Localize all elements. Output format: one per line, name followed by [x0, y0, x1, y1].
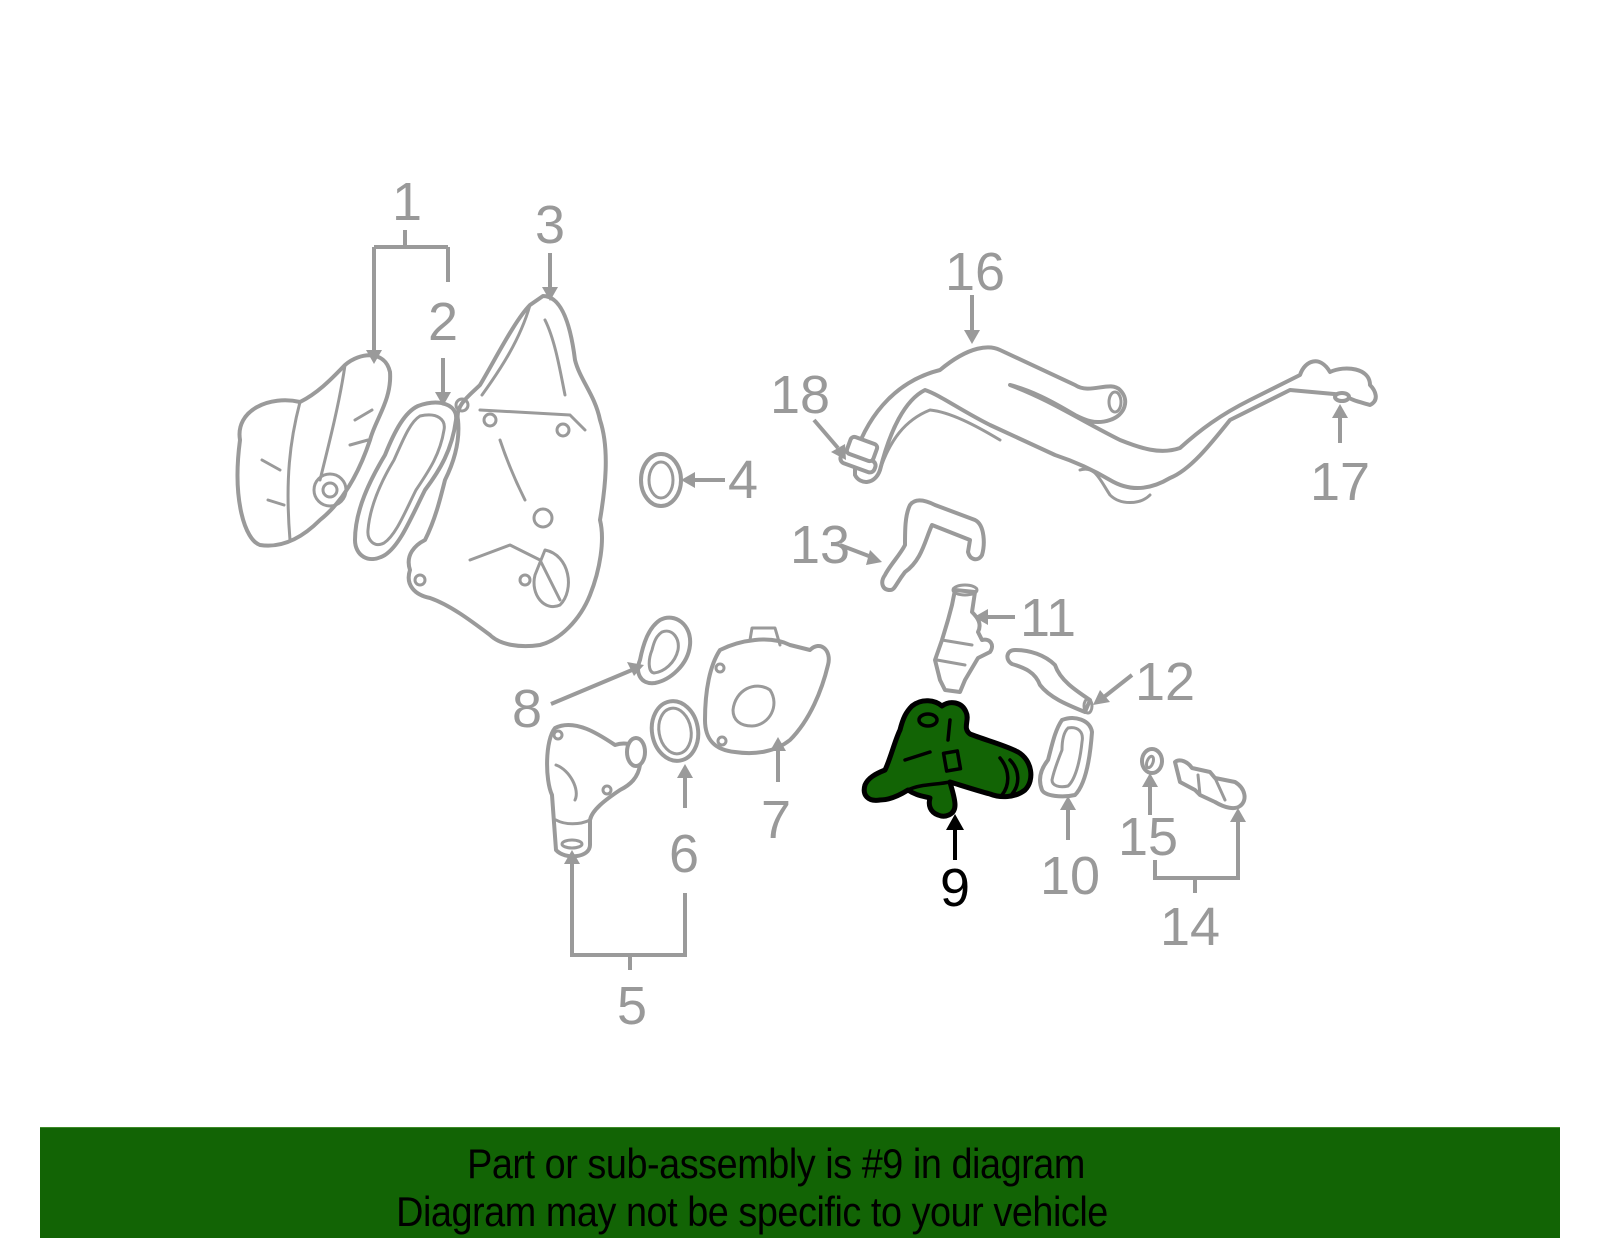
part-9-water-outlet-highlighted[interactable] [861, 698, 1034, 819]
callout-labels: 1 2 3 4 5 6 7 8 9 10 11 12 13 14 15 16 1… [392, 172, 1370, 1036]
part-11-sensor[interactable] [933, 583, 994, 694]
callout-6[interactable]: 6 [669, 824, 699, 884]
part-4-o-ring[interactable] [639, 452, 683, 508]
callout-18[interactable]: 18 [770, 365, 830, 425]
callout-1[interactable]: 1 [392, 172, 422, 232]
callout-13[interactable]: 13 [790, 515, 850, 575]
callout-10[interactable]: 10 [1040, 846, 1100, 906]
callout-17[interactable]: 17 [1310, 452, 1370, 512]
part-17-fitting[interactable] [1333, 391, 1351, 403]
callout-16[interactable]: 16 [945, 242, 1005, 302]
callout-4[interactable]: 4 [728, 450, 758, 510]
part-8-gasket[interactable] [636, 615, 693, 686]
banner-part-message: Part or sub-assembly is #9 in diagram [467, 1140, 1085, 1187]
banner-disclaimer: Diagram may not be specific to your vehi… [396, 1188, 1108, 1235]
callout-15[interactable]: 15 [1118, 807, 1178, 867]
part-1-water-pump[interactable] [235, 353, 393, 548]
parts-diagram: 1 2 3 4 5 6 7 8 9 10 11 12 13 14 15 16 1… [235, 172, 1378, 1036]
callout-8[interactable]: 8 [512, 679, 542, 739]
part-info-banner: Part or sub-assembly is #9 in diagram Di… [40, 1127, 1560, 1238]
leader-lines [366, 230, 1348, 970]
part-16-coolant-pipe[interactable] [853, 345, 1378, 504]
part-3-housing[interactable] [406, 294, 608, 649]
part-15-washer[interactable] [1140, 747, 1164, 775]
callout-2[interactable]: 2 [428, 292, 458, 352]
callout-12[interactable]: 12 [1135, 652, 1195, 712]
callout-7[interactable]: 7 [761, 790, 791, 850]
callout-5[interactable]: 5 [617, 976, 647, 1036]
part-6-gasket-ring[interactable] [647, 697, 703, 764]
part-18-o-ring[interactable] [838, 434, 880, 475]
part-12-hose[interactable] [1005, 648, 1094, 715]
part-10-gasket[interactable] [1038, 716, 1094, 799]
callout-3[interactable]: 3 [535, 195, 565, 255]
callout-9-active[interactable]: 9 [940, 858, 970, 918]
part-14-temp-sensor[interactable] [1173, 758, 1247, 811]
callout-14[interactable]: 14 [1160, 897, 1220, 957]
part-7-thermostat-cover[interactable] [703, 626, 831, 756]
part-5-thermostat-housing[interactable] [545, 722, 647, 859]
callout-11[interactable]: 11 [1020, 588, 1076, 648]
part-13-hose[interactable] [880, 498, 986, 592]
